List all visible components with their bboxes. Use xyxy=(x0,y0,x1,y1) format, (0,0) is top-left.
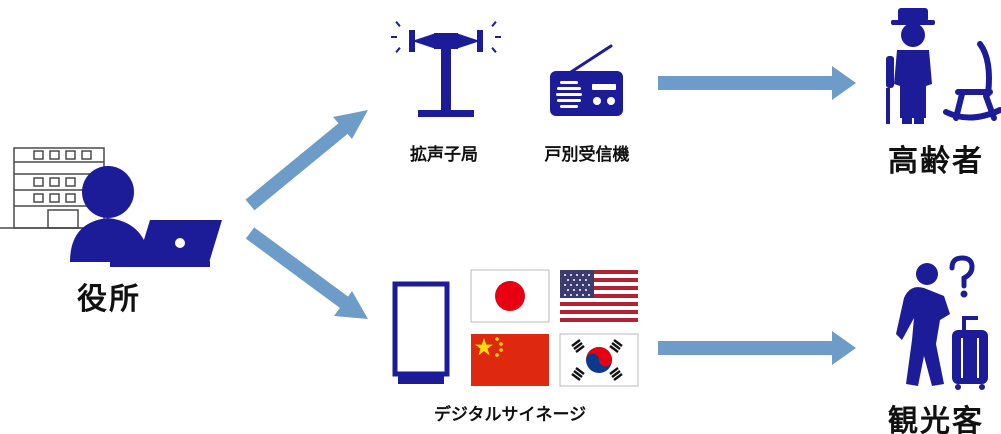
korea-flag-icon xyxy=(559,333,639,387)
loudspeaker-tower-icon xyxy=(391,21,501,117)
home-receiver-label: 戸別受信機 xyxy=(544,145,630,165)
elderly-label: 高齢者 xyxy=(888,144,984,179)
loudspeaker-label: 拡声子局 xyxy=(410,145,478,165)
office-worker-icon xyxy=(70,166,150,262)
arrow-receivers-to-elderly xyxy=(658,66,856,100)
question-mark-icon xyxy=(949,255,975,298)
arrow-office-to-signage xyxy=(245,227,368,319)
japan-flag-icon xyxy=(470,269,550,323)
arrow-office-to-speakers xyxy=(245,110,368,211)
china-flag-icon xyxy=(471,334,549,386)
rocking-chair-icon xyxy=(943,41,1001,121)
tourist-icon xyxy=(896,263,950,386)
arrow-signage-to-tourists xyxy=(658,331,856,365)
suitcase-icon xyxy=(952,316,988,390)
city-office-label: 役所 xyxy=(77,282,141,317)
signage-panel-icon xyxy=(392,281,450,384)
radio-receiver-icon xyxy=(550,44,623,116)
signage-label: デジタルサイネージ xyxy=(433,405,587,425)
tourists-label: 観光客 xyxy=(888,404,984,434)
elderly-person-icon xyxy=(886,8,935,124)
laptop-icon xyxy=(110,220,222,267)
usa-flag-icon xyxy=(560,270,638,322)
